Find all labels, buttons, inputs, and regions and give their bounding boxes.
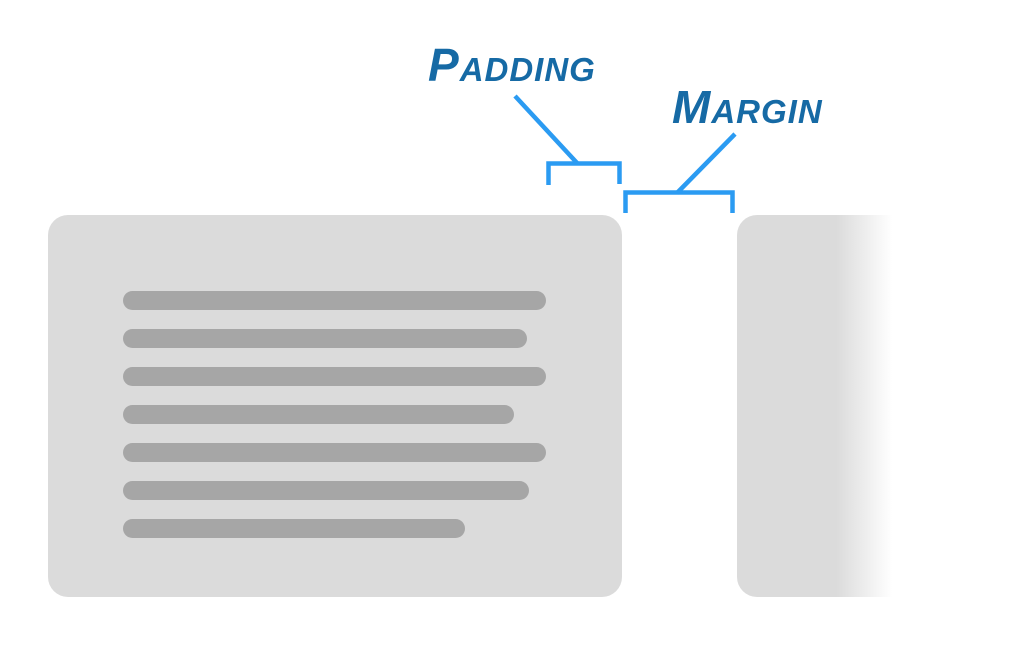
padding-label: Padding	[428, 39, 596, 91]
padding-pointer-line	[513, 94, 580, 166]
text-line-bar	[123, 367, 546, 386]
text-line-bar	[123, 291, 546, 310]
text-line-bar	[123, 519, 465, 538]
margin-bracket	[623, 190, 735, 213]
text-line-bar	[123, 443, 546, 462]
margin-label: Margin	[672, 81, 823, 133]
text-line-bar	[123, 481, 529, 500]
text-line-bar	[123, 329, 527, 348]
padding-bracket	[546, 161, 622, 185]
adjacent-element-box	[737, 215, 897, 597]
element-box	[48, 215, 622, 597]
text-line-bar	[123, 405, 514, 424]
margin-pointer-line	[675, 132, 737, 195]
